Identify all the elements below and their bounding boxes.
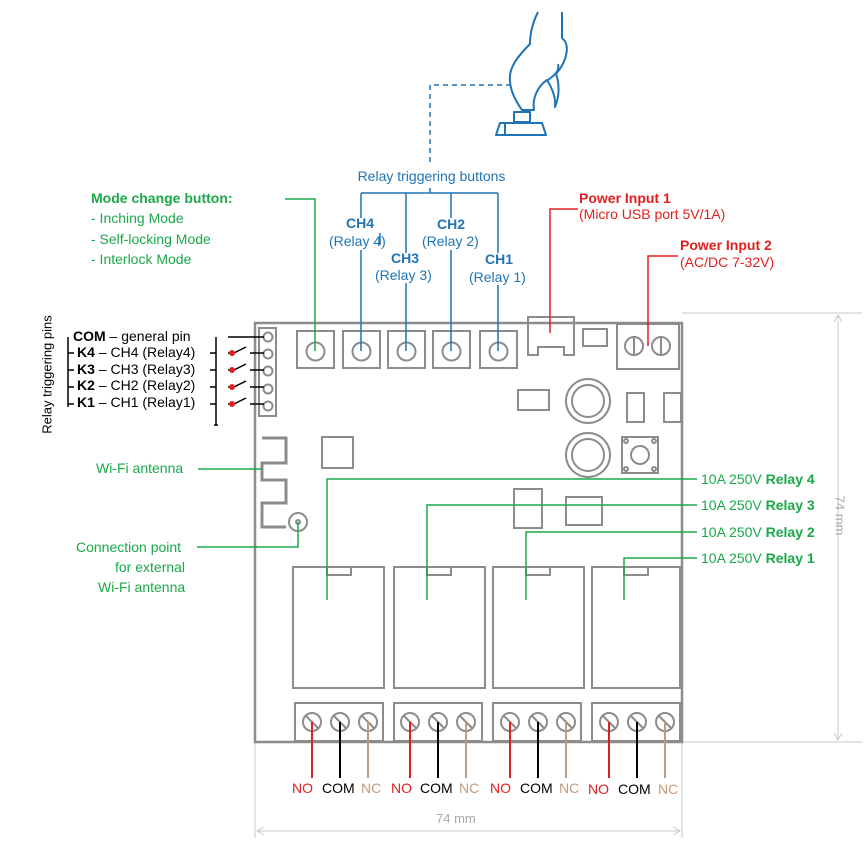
k3-key: K3 xyxy=(77,361,95,377)
com-pin-label: COM – general pin xyxy=(73,328,191,345)
k4-desc: – CH4 (Relay4) xyxy=(94,344,196,360)
ch3-relay-label: (Relay 3) xyxy=(375,267,432,283)
k3-desc: – CH3 (Relay3) xyxy=(94,361,196,377)
relay-3-name: Relay 3 xyxy=(765,497,815,513)
trigger-pin-leaders xyxy=(67,336,264,426)
relay-1-no-label: NO xyxy=(588,781,609,797)
relay-4-no-label: NO xyxy=(292,780,313,796)
micro-usb-port xyxy=(527,316,575,356)
green-leaders xyxy=(197,198,697,600)
relay-1-rating: 10A 250V Relay 1 xyxy=(701,550,815,567)
relay-1-body xyxy=(591,566,681,689)
blue-leaders xyxy=(360,84,512,351)
red-leaders xyxy=(549,208,678,346)
k1-pin-label: K1 – CH1 (Relay1) xyxy=(77,394,195,411)
width-dimension-label: 74 mm xyxy=(436,811,476,826)
mode-self-locking: - Self-locking Mode xyxy=(91,231,211,247)
ch1-relay-label: (Relay 1) xyxy=(469,269,526,285)
relay-2-no-label: NO xyxy=(490,780,511,796)
k2-desc: – CH2 (Relay2) xyxy=(94,377,196,393)
mode-inching: - Inching Mode xyxy=(91,210,184,226)
power-input-1-detail: (Micro USB port 5V/1A) xyxy=(579,206,726,222)
trigger-pins-side-label: Relay triggering pins xyxy=(39,315,55,434)
trigger-pin-header xyxy=(258,327,277,417)
connection-point-line-1: Connection point xyxy=(76,539,182,555)
relay-1-rating-value: 10A 250V xyxy=(701,550,766,566)
ch2-label: CH2 xyxy=(437,216,466,232)
height-dimension-line xyxy=(682,312,862,743)
ch2-relay-label: (Relay 2) xyxy=(422,233,479,249)
relay-4-body xyxy=(292,566,385,689)
power-input-1-title: Power Input 1 xyxy=(579,190,671,206)
com-pin-desc: – general pin xyxy=(105,328,191,344)
relay-1-name: Relay 1 xyxy=(765,550,815,566)
relay-2-rating: 10A 250V Relay 2 xyxy=(701,524,815,541)
relay-2-com-label: COM xyxy=(520,780,553,796)
height-dimension-label: 74 mm xyxy=(832,495,848,536)
wifi-antenna-label: Wi-Fi antenna xyxy=(96,460,184,476)
k1-desc: – CH1 (Relay1) xyxy=(94,394,196,410)
mode-button-title: Mode change button: xyxy=(91,190,233,206)
k4-key: K4 xyxy=(77,344,95,360)
width-dimension-line xyxy=(254,742,683,838)
k2-key: K2 xyxy=(77,377,95,393)
relay-2-rating-value: 10A 250V xyxy=(701,524,766,540)
k4-pin-label: K4 – CH4 (Relay4) xyxy=(77,344,195,361)
ch4-relay-label: (Relay 4) xyxy=(329,233,386,249)
relay-4-nc-label: NC xyxy=(361,780,382,796)
power-input-2-detail: (AC/DC 7-32V) xyxy=(680,254,775,270)
ch3-label: CH3 xyxy=(391,250,420,266)
k2-pin-label: K2 – CH2 (Relay2) xyxy=(77,377,195,394)
relay-2-name: Relay 2 xyxy=(765,524,815,540)
ch4-label: CH4 xyxy=(346,215,375,231)
k3-pin-label: K3 – CH3 (Relay3) xyxy=(77,361,195,378)
k1-key: K1 xyxy=(77,394,95,410)
connection-point-line-3: Wi-Fi antenna xyxy=(98,579,186,595)
power-input-2-title: Power Input 2 xyxy=(680,237,772,253)
mode-interlock: - Interlock Mode xyxy=(91,251,192,267)
relay-3-no-label: NO xyxy=(391,780,412,796)
relay-3-nc-label: NC xyxy=(459,780,480,796)
relay-3-body xyxy=(393,566,486,689)
relay-4-rating-value: 10A 250V xyxy=(701,471,766,487)
relay-1-nc-label: NC xyxy=(658,781,679,797)
wifi-antenna-trace xyxy=(260,436,288,529)
relay-4-name: Relay 4 xyxy=(765,471,815,487)
relay-4-rating: 10A 250V Relay 4 xyxy=(701,471,815,488)
connection-point-line-2: for external xyxy=(115,559,186,575)
relay-3-rating-value: 10A 250V xyxy=(701,497,766,513)
relay-2-nc-label: NC xyxy=(559,780,580,796)
relay-3-com-label: COM xyxy=(420,780,453,796)
relay-2-body xyxy=(492,566,585,689)
relay-1-com-label: COM xyxy=(618,781,651,797)
com-pin-key: COM xyxy=(73,328,106,344)
ch1-label: CH1 xyxy=(485,251,514,267)
hand-pressing-button-icon xyxy=(495,11,568,136)
relay-4-com-label: COM xyxy=(322,780,355,796)
relay-3-rating: 10A 250V Relay 3 xyxy=(701,497,815,514)
relay-buttons-title: Relay triggering buttons xyxy=(357,168,506,184)
